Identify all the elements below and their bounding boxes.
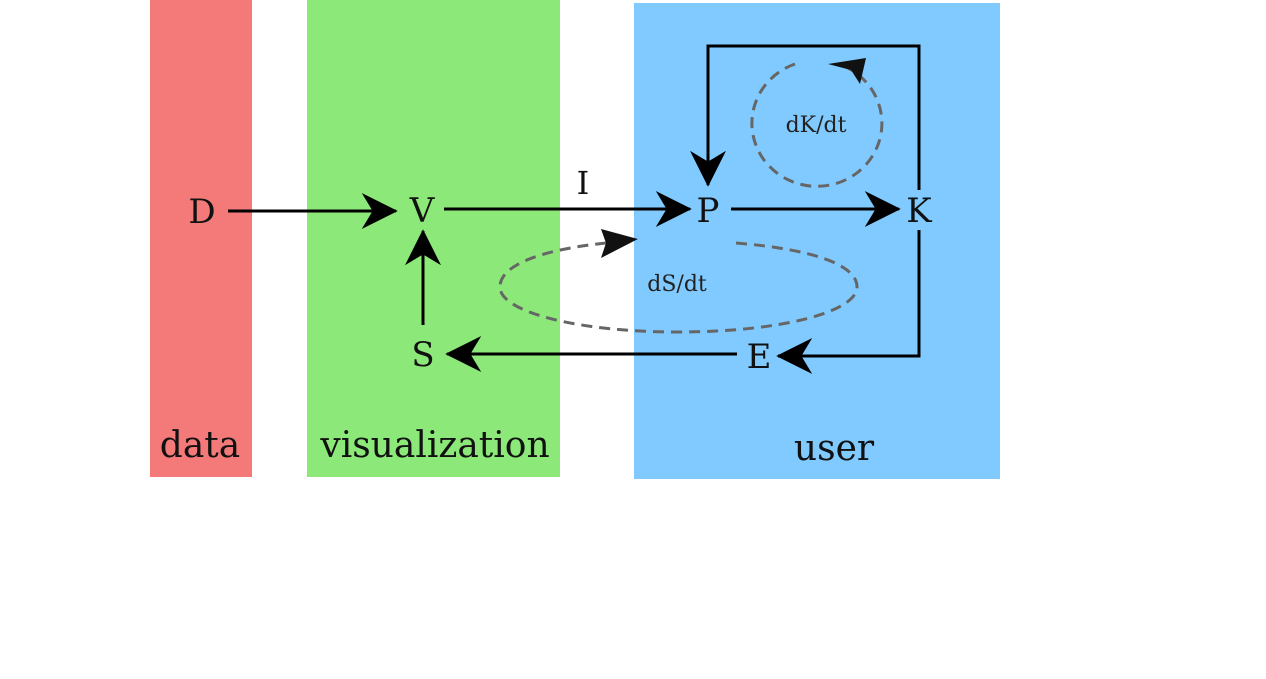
node-knowledge: K: [906, 191, 932, 231]
user-region-label: user: [794, 428, 875, 469]
user-region: [634, 3, 1000, 479]
knowledge-loop: [750, 62, 884, 188]
knowledge-loop-arrowhead: [828, 58, 866, 84]
node-specification: S: [411, 335, 434, 375]
specification-loop-label: dS/dt: [647, 272, 707, 297]
specification-loop: [498, 241, 859, 334]
data-region: [150, 0, 252, 477]
visualization-region-label: visualization: [319, 425, 549, 466]
node-perception: P: [697, 191, 720, 231]
visualization-region: [307, 0, 560, 477]
image-edge-label: I: [577, 164, 590, 202]
arrow-knowledge-to-perception: [690, 44, 921, 190]
node-data: D: [188, 192, 215, 232]
specification-loop-arrowhead: [601, 229, 638, 258]
knowledge-loop-label: dK/dt: [786, 113, 847, 138]
arrow-knowledge-to-exploration: [776, 230, 921, 374]
node-visualization: V: [409, 191, 436, 231]
data-region-label: data: [160, 425, 240, 466]
node-exploration: E: [747, 337, 772, 377]
